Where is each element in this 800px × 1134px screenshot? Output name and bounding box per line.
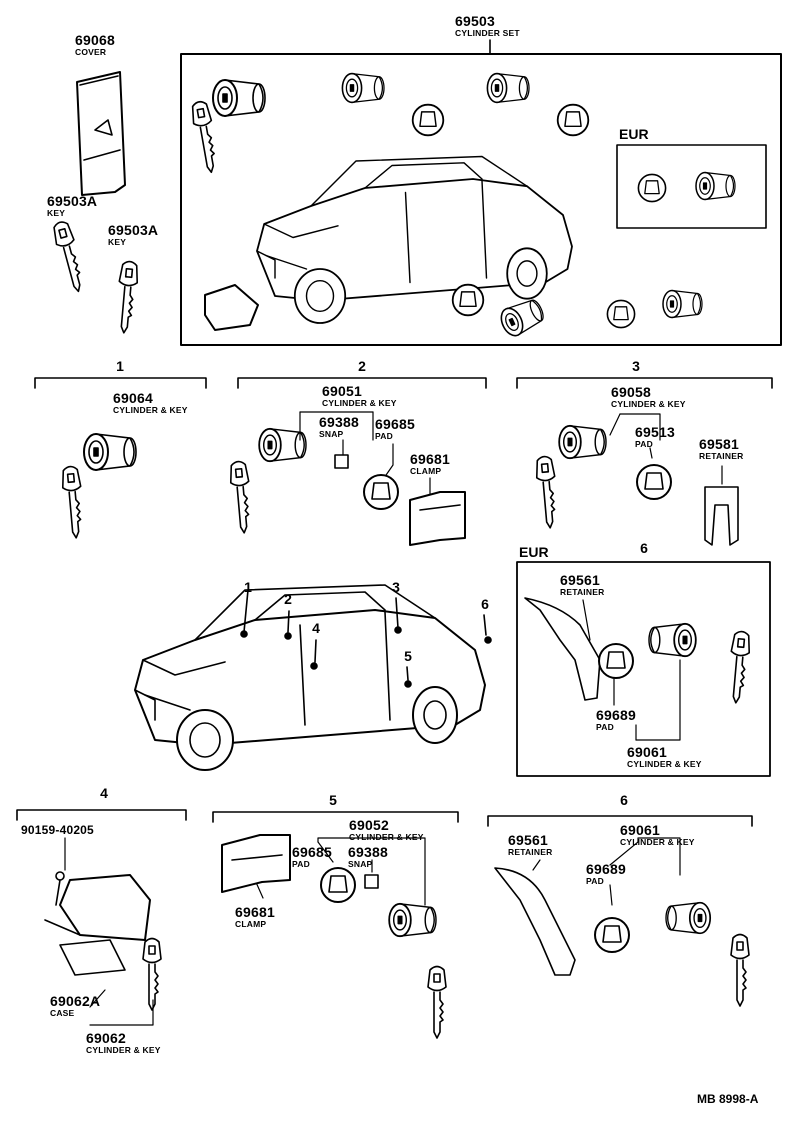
leader-lines <box>64 411 723 1026</box>
section-3-illustration <box>534 424 739 546</box>
part-69503A-left: 69503A KEY <box>47 193 98 218</box>
part-69388-section-2: 69388 SNAP <box>319 414 359 439</box>
section-number-3: 3 <box>632 358 640 374</box>
cover-part <box>76 71 126 196</box>
eur-label-top: EUR <box>619 126 649 142</box>
section-1-illustration <box>60 433 137 540</box>
cylinder-set-frame <box>180 39 782 346</box>
key-part-left <box>50 219 88 295</box>
part-69581: 69581 RETAINER <box>699 436 744 461</box>
sheet-code: MB 8998-A <box>697 1092 759 1106</box>
part-69503: 69503 CYLINDER SET <box>455 13 520 38</box>
eur-section-6-frame <box>516 561 771 777</box>
part-69061-eur: 69061 CYLINDER & KEY <box>627 744 702 769</box>
section-4-illustration <box>44 871 162 1011</box>
car-callout-2: 2 <box>284 591 292 607</box>
part-69062: 69062 CYLINDER & KEY <box>86 1030 161 1055</box>
section-number-2: 2 <box>358 358 366 374</box>
car-callout-4: 4 <box>312 620 320 636</box>
part-69062A: 69062A CASE <box>50 993 101 1018</box>
part-69503A-right: 69503A KEY <box>108 222 159 247</box>
car-callout-1: 1 <box>244 579 252 595</box>
part-69052: 69052 CYLINDER & KEY <box>349 817 424 842</box>
part-69058: 69058 CYLINDER & KEY <box>611 384 686 409</box>
car-callout-5: 5 <box>404 648 412 664</box>
cylinder-set-illustrations <box>189 72 736 340</box>
part-69561-section-6: 69561 RETAINER <box>508 832 553 857</box>
part-69685-section-5: 69685 PAD <box>292 844 332 869</box>
part-69051: 69051 CYLINDER & KEY <box>322 383 397 408</box>
section-5-illustration <box>221 834 447 1039</box>
part-90159-40205: 90159-40205 <box>21 823 94 837</box>
part-69689-section-6: 69689 PAD <box>586 861 626 886</box>
section-number-6-eur: 6 <box>640 540 648 556</box>
eur-section-6-illustration <box>524 597 752 705</box>
part-69388-section-5: 69388 SNAP <box>348 844 388 869</box>
part-69681-section-5: 69681 CLAMP <box>235 904 275 929</box>
section-6-illustration <box>494 867 750 1007</box>
section-number-5: 5 <box>329 792 337 808</box>
eur-inset-frame <box>616 144 767 229</box>
section-number-1: 1 <box>116 358 124 374</box>
part-69681-section-2: 69681 CLAMP <box>410 451 450 476</box>
part-69561-eur: 69561 RETAINER <box>560 572 605 597</box>
part-69061-section-6: 69061 CYLINDER & KEY <box>620 822 695 847</box>
part-69513: 69513 PAD <box>635 424 675 449</box>
section-number-6: 6 <box>620 792 628 808</box>
car-illustration <box>134 584 486 771</box>
key-part-right <box>114 260 140 335</box>
part-69689-eur: 69689 PAD <box>596 707 636 732</box>
section-2-illustration <box>228 427 466 546</box>
car-callout-6: 6 <box>481 596 489 612</box>
section-brackets <box>16 377 773 827</box>
part-69064: 69064 CYLINDER & KEY <box>113 390 188 415</box>
car-lock-markers <box>240 589 492 688</box>
part-69068: 69068 COVER <box>75 32 115 57</box>
car-callout-3: 3 <box>392 579 400 595</box>
section-number-4: 4 <box>100 785 108 801</box>
part-69685-section-2: 69685 PAD <box>375 416 415 441</box>
eur-label-section-6: EUR <box>519 544 549 560</box>
